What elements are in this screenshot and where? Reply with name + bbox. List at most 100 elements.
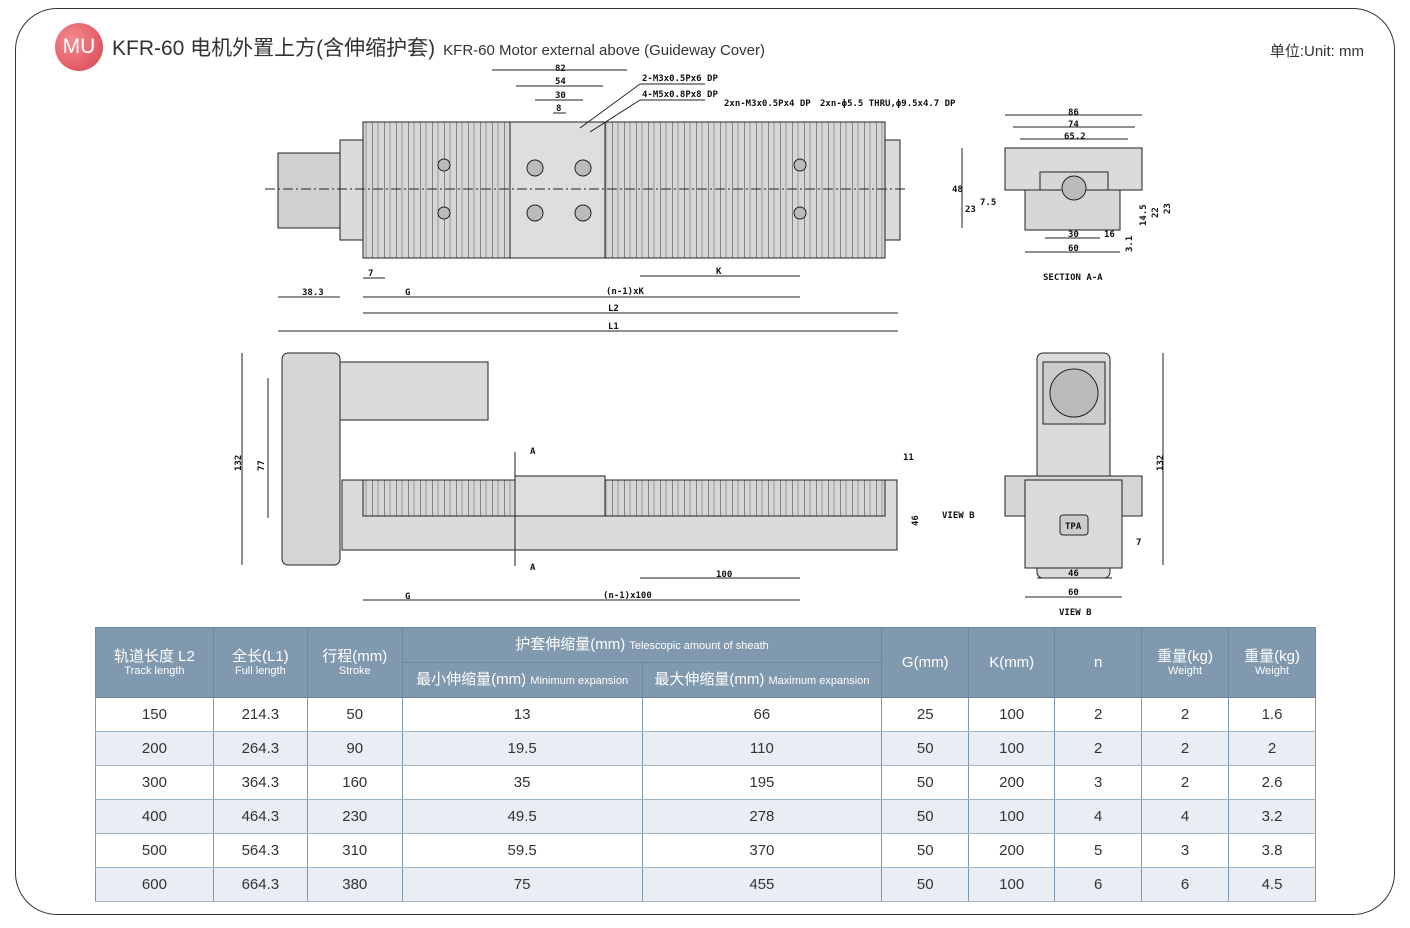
bellows-right: [604, 121, 886, 259]
dim-74: 74: [1068, 120, 1079, 130]
dim-l1: L1: [608, 322, 619, 332]
table-cell: 59.5: [401, 833, 643, 868]
col-max-expansion: 最大伸缩量(mm) Maximum expansion: [641, 662, 883, 698]
side-view-labels: 132 77 A A 11 VIEW B 46 100 G (n-1)x100: [234, 447, 975, 602]
table-cell: 2: [1228, 731, 1316, 766]
view-b-labels: TPA 132 7 46 60 VIEW B: [1059, 455, 1166, 618]
table-cell: 50: [881, 731, 970, 766]
note-m5: 4-M5x0.8Px8 DP: [642, 90, 718, 100]
col-stroke: 行程(mm)Stroke: [306, 627, 403, 698]
table-cell: 200: [968, 833, 1056, 868]
col-min-expansion: 最小伸缩量(mm) Minimum expansion: [401, 662, 643, 698]
table-cell: 19.5: [401, 731, 643, 766]
dim-77: 77: [257, 460, 267, 471]
table-cell: 49.5: [401, 799, 643, 834]
title-cn: KFR-60 电机外置上方(含伸缩护套): [112, 37, 436, 60]
table-cell: 25: [881, 697, 970, 732]
dim-86: 86: [1068, 108, 1079, 118]
dim-132-view-b: 132: [1156, 455, 1166, 471]
dim-7: 7: [368, 269, 373, 279]
dim-23-left: 23: [965, 205, 976, 215]
dim-48: 48: [952, 185, 963, 195]
dim-7-view-b: 7: [1136, 538, 1141, 548]
title-en: KFR-60 Motor external above (Guideway Co…: [443, 42, 765, 59]
col-full-length-cn: 全长(L1): [232, 647, 289, 665]
col-g: G(mm): [881, 627, 970, 698]
table-cell: 110: [641, 731, 883, 766]
carriage: [509, 121, 606, 259]
table-cell: 195: [641, 765, 883, 800]
table-cell: 4: [1054, 799, 1143, 834]
table-cell: 370: [641, 833, 883, 868]
dim-30-section: 30: [1068, 230, 1079, 240]
motor: [277, 152, 341, 229]
table-cell: 2: [1054, 731, 1143, 766]
col-sheath: 护套伸缩量(mm) Telescopic amount of sheath: [401, 627, 883, 663]
table-cell: 200: [968, 765, 1056, 800]
table-cell: 464.3: [212, 799, 308, 834]
table-cell: 230: [306, 799, 403, 834]
table-cell: 1.6: [1228, 697, 1316, 732]
table-cell: 380: [306, 867, 403, 902]
col-weight-1-cn: 重量(kg): [1157, 647, 1213, 665]
table-cell: 455: [641, 867, 883, 902]
table-cell: 3: [1141, 833, 1229, 868]
col-weight-1: 重量(kg)Weight: [1141, 627, 1229, 698]
table-cell: 160: [306, 765, 403, 800]
table-cell: 100: [968, 799, 1056, 834]
table-cell: 278: [641, 799, 883, 834]
unit-label: 单位:Unit: mm: [1269, 43, 1364, 60]
dim-22: 22: [1151, 207, 1161, 218]
col-weight-2-en: Weight: [1254, 664, 1290, 677]
table-cell: 664.3: [212, 867, 308, 902]
dim-3-1: 3.1: [1125, 236, 1135, 252]
table-cell: 66: [641, 697, 883, 732]
table-cell: 6: [1141, 867, 1229, 902]
dim-60-view-b: 60: [1068, 588, 1079, 598]
note-m3: 2-M3x0.5Px6 DP: [642, 74, 718, 84]
col-weight-1-en: Weight: [1168, 664, 1203, 677]
dim-100: 100: [716, 570, 732, 580]
col-max-en: Maximum expansion: [768, 675, 870, 688]
dim-l2: L2: [608, 304, 619, 314]
dim-n1-100: (n-1)x100: [603, 591, 652, 601]
col-full-length: 全长(L1)Full length: [212, 627, 308, 698]
dim-14-5: 14.5: [1139, 204, 1149, 226]
table-cell: 564.3: [212, 833, 308, 868]
table-cell: 2.6: [1228, 765, 1316, 800]
col-sheath-cn: 护套伸缩量(mm): [515, 636, 626, 654]
col-track-length-cn: 轨道长度 L2: [114, 647, 195, 665]
table-cell: 50: [881, 799, 970, 834]
table-cell: 600: [95, 867, 214, 902]
table-cell: 400: [95, 799, 214, 834]
col-weight-2-cn: 重量(kg): [1244, 647, 1300, 665]
table-cell: 100: [968, 867, 1056, 902]
col-stroke-en: Stroke: [338, 664, 371, 677]
table-cell: 3: [1054, 765, 1143, 800]
side-view: [241, 352, 898, 601]
top-view-labels: 82 54 30 8 2-M3x0.5Px6 DP 4-M5x0.8Px8 DP…: [302, 64, 956, 332]
col-sheath-en: Telescopic amount of sheath: [629, 640, 769, 653]
view-b-arrow-label: VIEW B: [942, 511, 975, 521]
table-cell: 2: [1141, 697, 1229, 732]
dim-7-5: 7.5: [980, 198, 996, 208]
top-view: [265, 69, 905, 332]
col-min-en: Minimum expansion: [530, 675, 629, 688]
table-cell: 6: [1054, 867, 1143, 902]
note-2xn-m3: 2xn-M3x0.5Px4 DP: [724, 99, 811, 109]
section-mark-a-top: A: [530, 447, 536, 457]
section-mark-a-bottom: A: [530, 563, 536, 573]
table-cell: 500: [95, 833, 214, 868]
dim-82: 82: [555, 64, 566, 74]
table-cell: 5: [1054, 833, 1143, 868]
dim-g: G: [405, 288, 410, 298]
table-cell: 264.3: [212, 731, 308, 766]
table-cell: 50: [306, 697, 403, 732]
dim-n1k: (n-1)xK: [606, 287, 645, 297]
